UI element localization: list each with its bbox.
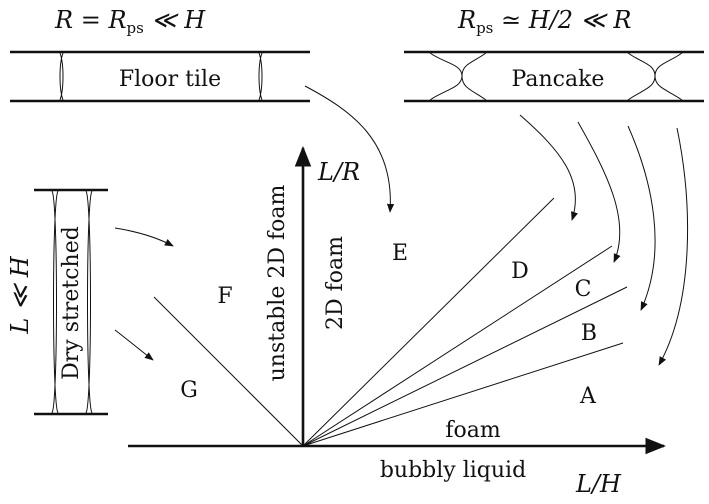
floor-tile-label: Floor tile <box>119 67 221 92</box>
arrow-dry-stretched-to-g <box>114 329 154 361</box>
top-left-formula-sub: ps <box>127 19 144 37</box>
dry-stretched-right-film <box>85 190 93 414</box>
top-right-formula-rhs: ≃ H/2 ≪ R <box>493 6 631 34</box>
boundary-line-d-e <box>302 197 555 447</box>
top-right-formula-sub: ps <box>476 19 493 37</box>
arrow-dry-stretched-to-f <box>114 227 174 247</box>
region-label-g: G <box>180 378 198 403</box>
foam-label: foam <box>445 418 501 443</box>
region-label-d: D <box>511 259 529 284</box>
region-label-f: F <box>217 284 232 309</box>
dry-stretched-left-film <box>51 190 59 414</box>
pancake-right-meniscus-a <box>627 52 656 101</box>
unstable-2d-foam-label: unstable 2D foam <box>265 185 290 382</box>
top-right-formula: Rps ≃ H/2 ≪ R <box>457 6 632 37</box>
top-left-formula-lhs: R = R <box>54 6 127 34</box>
boundary-line-c-d <box>302 245 613 447</box>
arrow-floor-tile-to-e <box>304 85 395 213</box>
top-left-formula-rhs: ≪ H <box>144 6 206 34</box>
boundary-line-f-g <box>153 296 304 447</box>
left-condition-label: L ≪ H <box>6 255 34 334</box>
top-right-formula-lhs: R <box>457 6 476 34</box>
floor-tile-right-film <box>258 52 263 101</box>
pancake-left-meniscus-a <box>429 52 463 101</box>
region-label-b: B <box>581 321 597 346</box>
floor-tile-left-film <box>59 52 64 101</box>
pancake-right-meniscus-b <box>654 52 683 101</box>
arrow-pancake-to-c <box>577 121 621 263</box>
pancake-label: Pancake <box>512 67 605 92</box>
x-axis-label: L/H <box>575 470 622 498</box>
arrow-pancake-to-b <box>627 125 656 311</box>
2d-foam-label: 2D foam <box>323 236 348 330</box>
floor-tile-box: Floor tile <box>10 50 310 103</box>
pancake-left-meniscus-b <box>461 52 487 101</box>
y-axis-label: L/R <box>317 158 360 186</box>
dry-stretched-box: Dry stretched <box>34 188 108 416</box>
boundary-line-a-b <box>302 342 624 447</box>
boundary-line-b-c <box>302 286 628 447</box>
bubbly-liquid-label: bubbly liquid <box>380 458 526 483</box>
arrow-pancake-to-a <box>658 127 689 366</box>
region-label-a: A <box>579 384 597 409</box>
region-label-e: E <box>392 241 408 266</box>
arrow-pancake-to-d <box>519 114 578 221</box>
top-left-formula: R = Rps ≪ H <box>54 6 206 37</box>
dry-stretched-label: Dry stretched <box>59 226 84 380</box>
pancake-box: Pancake <box>404 50 704 103</box>
region-label-c: C <box>575 277 592 302</box>
